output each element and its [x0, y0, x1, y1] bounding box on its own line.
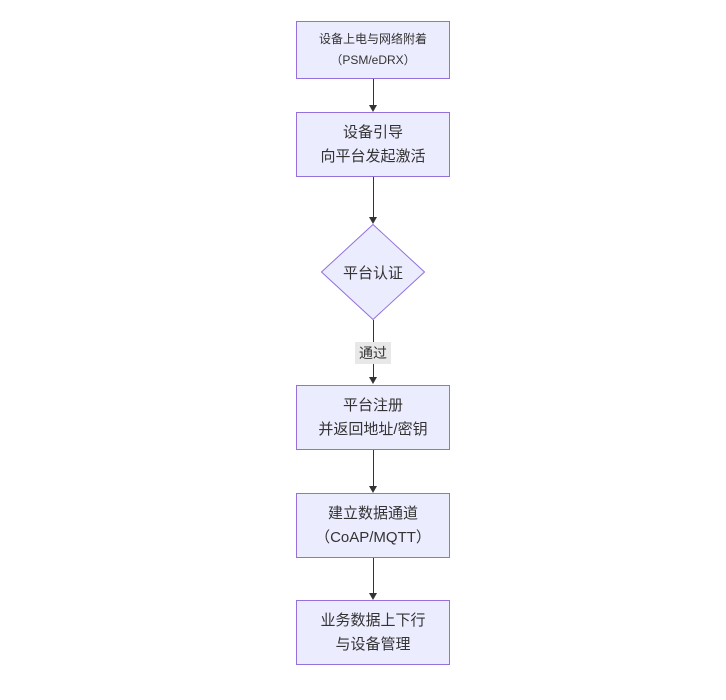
node-label-line: （CoAP/MQTT）	[315, 528, 431, 546]
edge-label-pass: 通过	[355, 342, 391, 364]
arrow-shaft	[372, 450, 374, 487]
flow-arrow-1	[368, 79, 378, 112]
arrowhead-icon	[368, 593, 377, 600]
flow-arrow-4	[368, 450, 378, 493]
flow-arrow-2	[368, 177, 378, 224]
flow-node-data-channel: 建立数据通道 （CoAP/MQTT）	[296, 493, 450, 558]
node-label-line: 平台认证	[342, 264, 403, 282]
decision-node-platform-auth: 平台认证	[321, 224, 425, 320]
flow-node-power-attach: 设备上电与网络附着 （PSM/eDRX）	[296, 21, 450, 79]
diamond-shape	[321, 224, 425, 320]
node-label-line: 向平台发起激活	[320, 147, 426, 165]
node-label-line: 业务数据上下行	[320, 611, 426, 629]
arrow-shaft	[372, 177, 374, 218]
flow-node-business-data: 业务数据上下行 与设备管理	[296, 600, 450, 665]
arrow-shaft	[372, 79, 374, 106]
arrowhead-icon	[368, 486, 377, 493]
arrowhead-icon	[368, 105, 377, 112]
node-label-line: 平台注册	[342, 396, 403, 414]
node-label-line: 与设备管理	[335, 635, 411, 653]
node-label-line: 设备上电与网络附着	[318, 32, 427, 46]
node-label-line: 并返回地址/密钥	[318, 420, 428, 438]
arrow-shaft	[372, 558, 374, 594]
flow-node-bootstrap: 设备引导 向平台发起激活	[296, 112, 450, 177]
node-label-line: 建立数据通道	[327, 504, 418, 522]
node-label-line: （PSM/eDRX）	[330, 53, 416, 67]
flow-node-platform-register: 平台注册 并返回地址/密钥	[296, 385, 450, 450]
flow-arrow-5	[368, 558, 378, 600]
arrowhead-icon	[368, 217, 377, 224]
arrowhead-icon	[368, 377, 377, 384]
node-label-line: 设备引导	[342, 123, 403, 141]
